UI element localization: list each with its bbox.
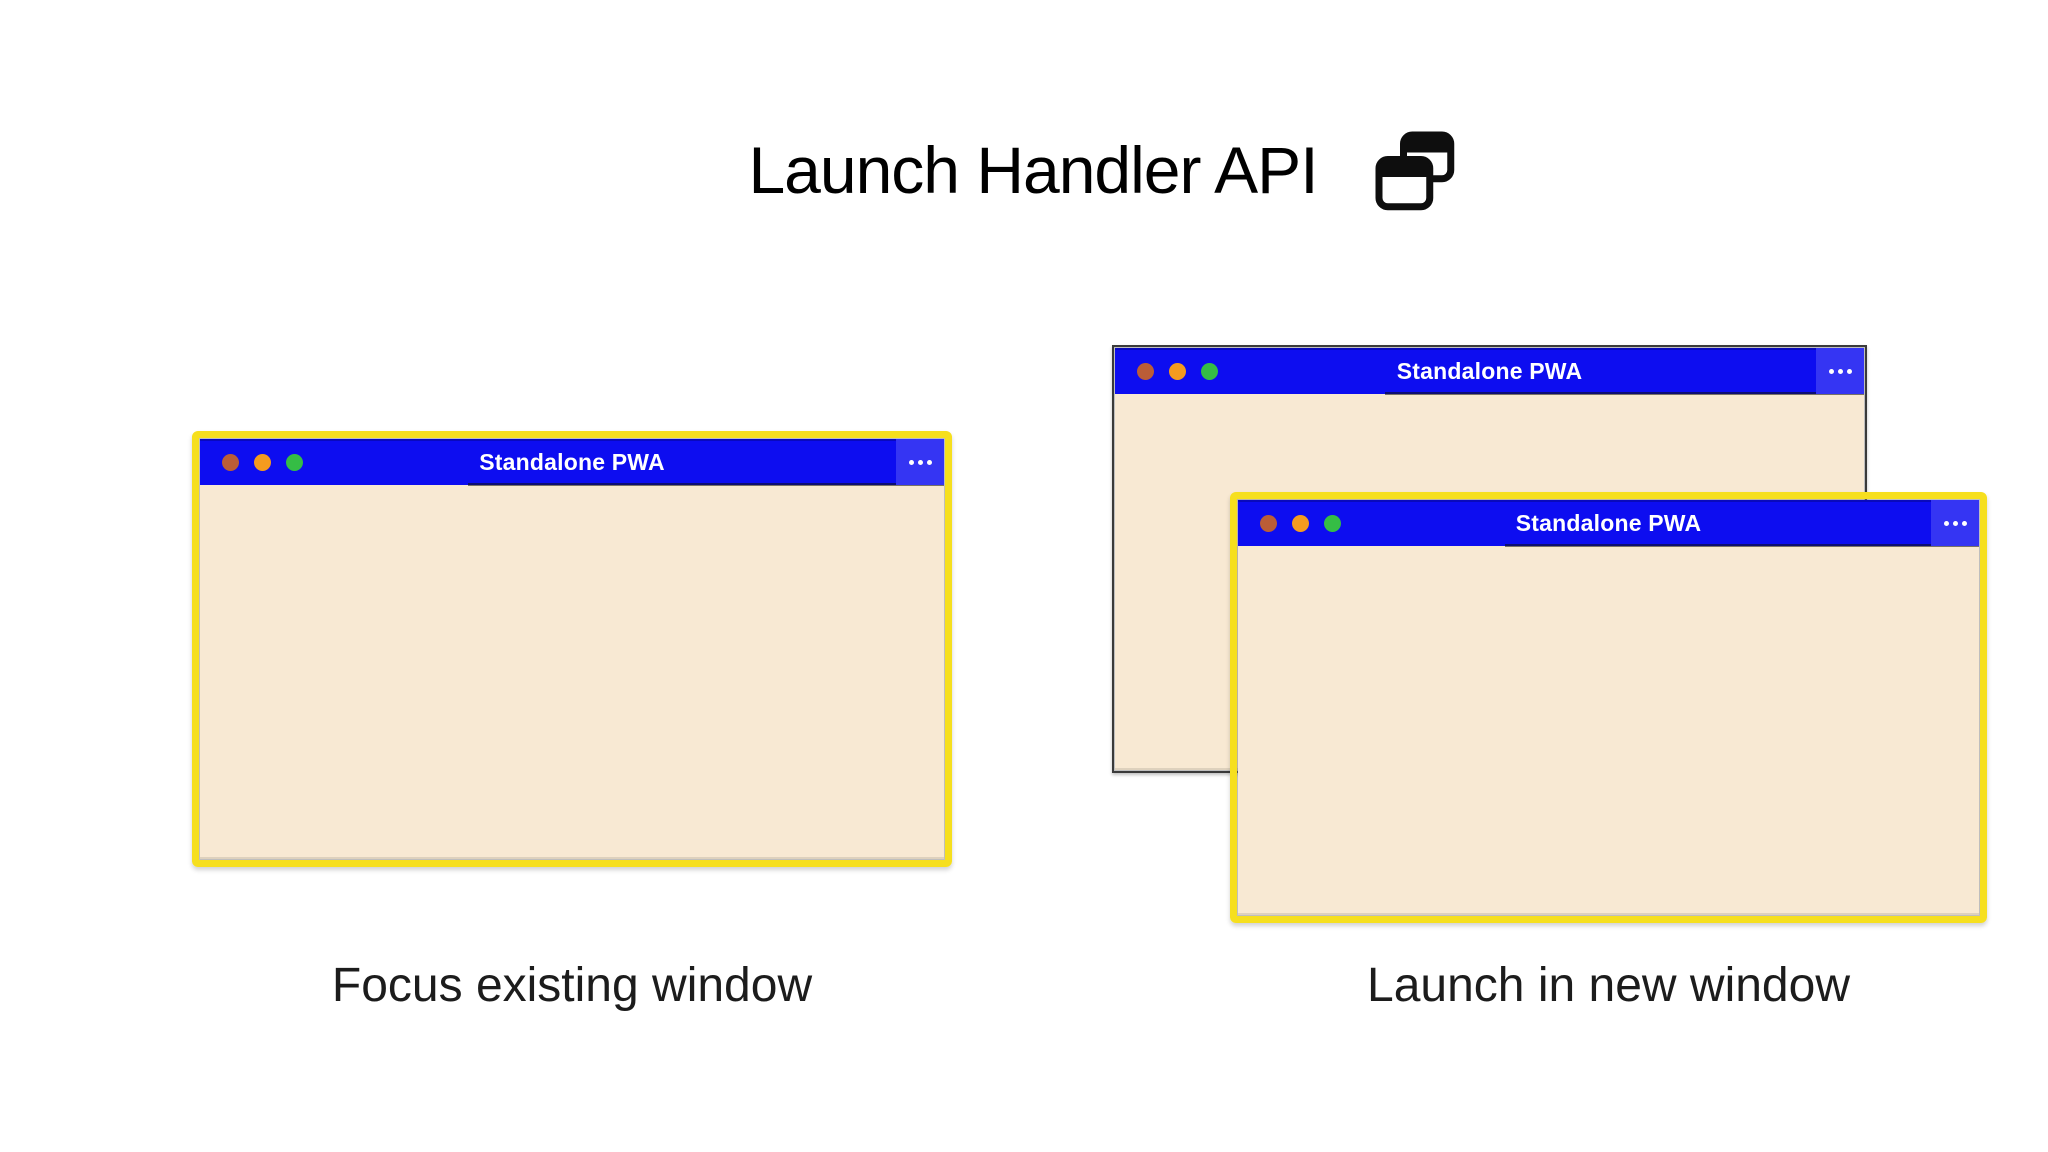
zoom-button[interactable] xyxy=(1324,514,1341,532)
zoom-button[interactable] xyxy=(286,453,303,471)
traffic-lights xyxy=(1238,514,1341,532)
pwa-window-new: Standalone PWA xyxy=(1230,492,1987,923)
window-frame: Standalone PWA xyxy=(199,438,945,860)
traffic-lights xyxy=(1115,362,1218,380)
ellipsis-icon xyxy=(1943,520,1967,526)
window-frame: Standalone PWA xyxy=(1237,499,1980,916)
minimize-button[interactable] xyxy=(254,453,271,471)
ellipsis-menu-button[interactable] xyxy=(1931,500,1979,546)
ellipsis-icon xyxy=(1828,368,1852,374)
page-title: Launch Handler API xyxy=(748,133,1318,207)
window-titlebar[interactable]: Standalone PWA xyxy=(200,439,944,486)
window-title: Standalone PWA xyxy=(1396,357,1583,384)
close-button[interactable] xyxy=(222,453,239,471)
window-title: Standalone PWA xyxy=(479,448,665,475)
overlapping-windows-icon xyxy=(1375,131,1454,211)
minimize-button[interactable] xyxy=(1169,362,1186,380)
pwa-window-existing: Standalone PWA xyxy=(192,431,952,867)
close-button[interactable] xyxy=(1260,514,1277,532)
window-title: Standalone PWA xyxy=(1515,509,1702,536)
zoom-button[interactable] xyxy=(1201,362,1218,380)
window-titlebar[interactable]: Standalone PWA xyxy=(1115,348,1864,395)
ellipsis-icon xyxy=(908,459,932,465)
ellipsis-menu-button[interactable] xyxy=(1816,348,1864,394)
caption-launch-new: Launch in new window xyxy=(1367,959,1850,1012)
window-content xyxy=(1238,546,1979,915)
close-button[interactable] xyxy=(1137,362,1154,380)
window-titlebar[interactable]: Standalone PWA xyxy=(1238,500,1979,547)
window-content xyxy=(200,485,944,859)
minimize-button[interactable] xyxy=(1292,514,1309,532)
ellipsis-menu-button[interactable] xyxy=(896,439,944,485)
diagram-header: Launch Handler API xyxy=(78,128,2048,212)
traffic-lights xyxy=(200,453,303,471)
caption-focus-existing: Focus existing window xyxy=(331,959,813,1012)
